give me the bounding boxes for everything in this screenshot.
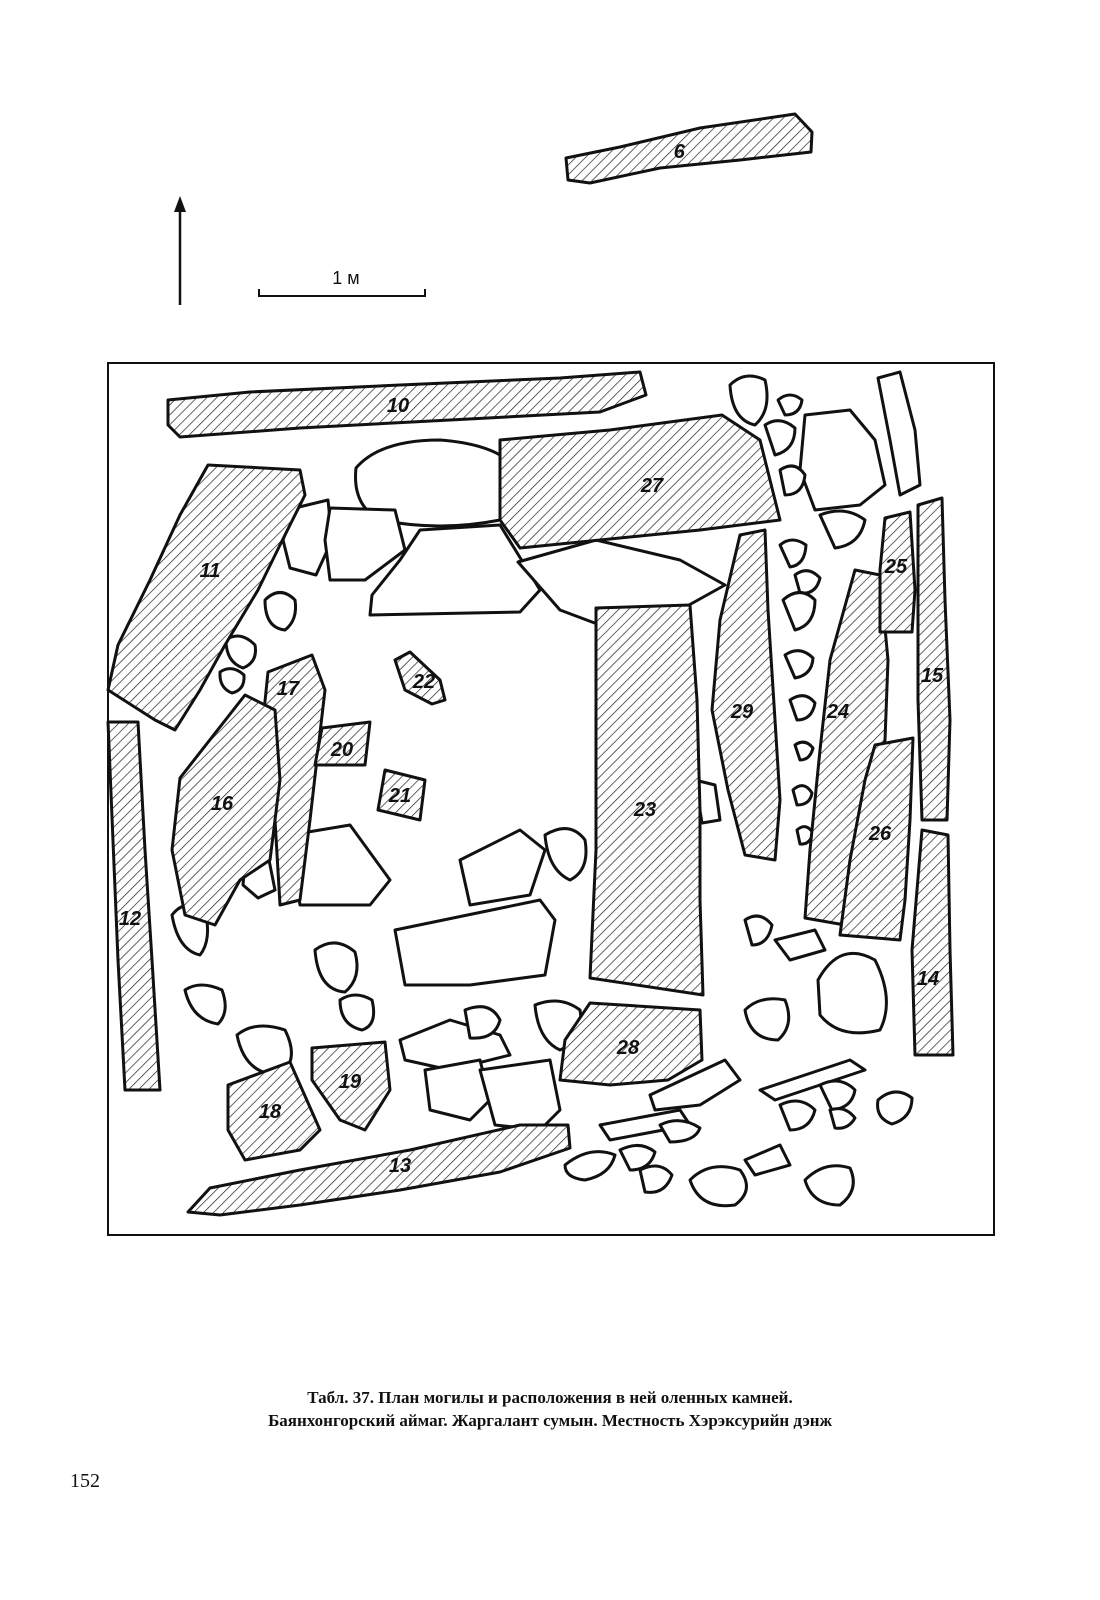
svg-text:21: 21 (388, 785, 411, 807)
svg-text:11: 11 (200, 560, 221, 582)
svg-text:12: 12 (119, 908, 141, 930)
svg-text:14: 14 (917, 968, 939, 990)
svg-text:13: 13 (389, 1155, 411, 1177)
svg-text:22: 22 (412, 671, 435, 693)
svg-text:10: 10 (387, 395, 409, 417)
svg-text:20: 20 (330, 739, 353, 761)
stone-20: 20 (313, 720, 372, 767)
svg-text:25: 25 (884, 556, 908, 578)
svg-text:16: 16 (211, 793, 234, 815)
stone-25: 25 (878, 510, 917, 634)
svg-text:17: 17 (277, 678, 300, 700)
stone-14: 14 (910, 828, 955, 1057)
stone-27: 27 (498, 413, 782, 550)
stone-12: 12 (106, 720, 162, 1092)
svg-text:23: 23 (633, 799, 656, 821)
scale-bar-label: 1 м (332, 268, 359, 288)
stone-29: 29 (710, 528, 782, 862)
plan-frame (107, 362, 995, 1236)
svg-text:18: 18 (259, 1101, 282, 1123)
page-number: 152 (70, 1470, 100, 1492)
svg-text:19: 19 (339, 1071, 362, 1093)
svg-text:9: 9 (674, 139, 686, 161)
stone-15: 15 (916, 496, 952, 822)
svg-text:15: 15 (921, 665, 944, 687)
plain-stones (170, 370, 922, 1208)
stone-9: 9 (564, 112, 814, 185)
north-arrow-icon (174, 196, 186, 305)
svg-text:28: 28 (616, 1037, 640, 1059)
stone-22: 22 (393, 650, 447, 706)
svg-text:24: 24 (826, 701, 849, 723)
svg-text:29: 29 (730, 701, 754, 723)
stone-18: 18 (226, 1060, 322, 1162)
scale-bar: 1 м (258, 268, 426, 297)
stone-28: 28 (558, 1001, 704, 1087)
stone-19: 19 (310, 1040, 392, 1132)
stone-23: 23 (588, 603, 705, 997)
figure-caption: Табл. 37. План могилы и расположения в н… (100, 1386, 1000, 1432)
stone-21: 21 (376, 768, 427, 822)
caption-line-2: Баянхонгорский аймаг. Жаргалант сумын. М… (268, 1411, 832, 1430)
stone-13: 13 (186, 1123, 572, 1217)
caption-line-1: Табл. 37. План могилы и расположения в н… (307, 1388, 793, 1407)
stone-10: 10 (166, 370, 648, 439)
stone-11: 11 (106, 463, 307, 732)
svg-text:27: 27 (640, 475, 664, 497)
stone-16: 16 (170, 693, 282, 927)
svg-text:26: 26 (868, 823, 892, 845)
stone-26: 26 (838, 736, 915, 942)
